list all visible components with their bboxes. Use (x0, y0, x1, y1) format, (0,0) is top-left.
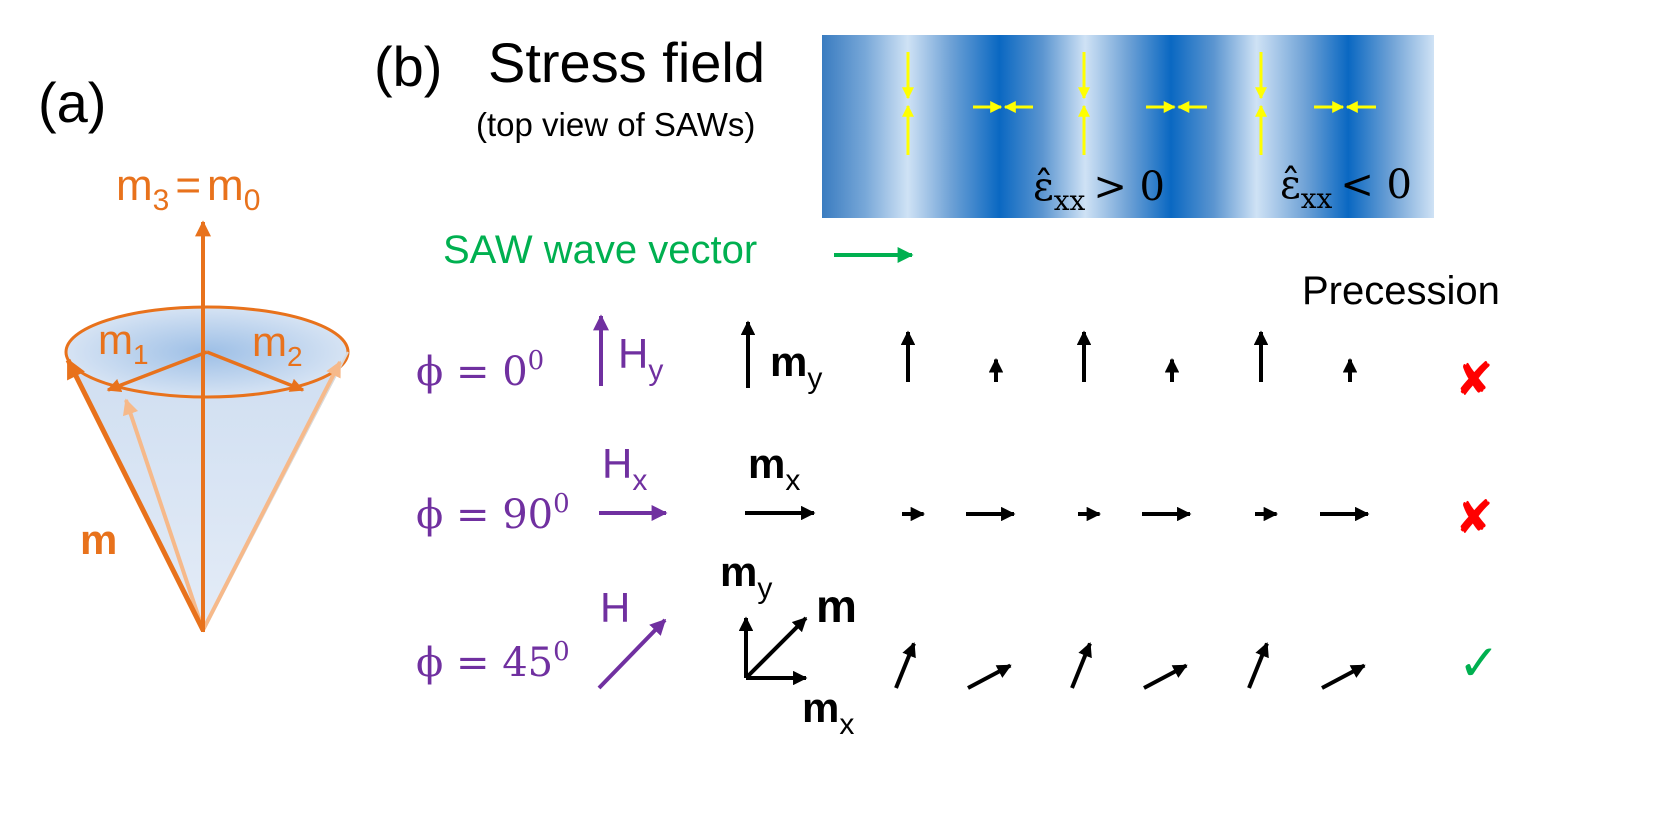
row-phi-0: ϕ = 00 Hy my ✘ (416, 314, 1494, 405)
saw-wave-vector-label: SAW wave vector (443, 228, 757, 272)
row-phi-45-field-label: H (600, 584, 630, 631)
row-phi-45: ϕ = 450 H my m mx ✓ (416, 548, 1500, 741)
strain-positive-label: ε̂xx> 0 (1033, 164, 1165, 217)
row-phi-45-arrow-3 (1143, 663, 1188, 690)
row-phi-90-precession-mark: ✘ (1455, 491, 1494, 543)
row-phi-90-angle: ϕ = 900 (416, 489, 570, 538)
stress-field-subtitle: (top view of SAWs) (476, 106, 755, 143)
row-phi-45-m-label: m (816, 580, 857, 632)
row-phi-0-m-label: my (770, 338, 822, 395)
row-phi-0-magnetization-arrows (900, 330, 1358, 382)
row-phi-0-field-label: Hy (618, 330, 663, 387)
row-phi-45-arrow-0 (894, 642, 916, 689)
panel-a: (a) m3=m0 m1 m2 m (38, 71, 350, 633)
row-phi-45-mx-label: mx (802, 684, 854, 741)
row-phi-45-angle: ϕ = 450 (416, 637, 570, 686)
row-phi-45-arrow-5 (1321, 663, 1366, 690)
panel-b: (b) Stress field (top view of SAWs) ε̂xx… (374, 31, 1500, 741)
row-phi-45-arrow-4 (1247, 642, 1269, 689)
m0-label: m (207, 161, 244, 210)
row-phi-45-magnetization-arrows (894, 642, 1366, 690)
strain-arrows (902, 52, 1376, 155)
m3-subscript: 3 (153, 184, 170, 217)
m2-label: m2 (252, 318, 303, 372)
saw-stress-field (822, 35, 1434, 218)
row-phi-90-field-label: Hx (602, 440, 647, 497)
m-trace-arrow-1 (122, 398, 205, 631)
m1-label: m1 (98, 316, 149, 370)
m3-equals-m0-label: m3=m0 (116, 161, 260, 217)
m3-label: m (116, 161, 153, 210)
equals-sign: = (175, 161, 201, 210)
row-phi-45-my-label: my (720, 548, 772, 605)
stress-field-title: Stress field (488, 31, 765, 94)
m2-arrow (206, 350, 305, 392)
row-phi-0-angle: ϕ = 00 (416, 346, 544, 395)
m-trace-arrow-2 (201, 360, 342, 631)
row-phi-45-arrow-2 (1070, 642, 1092, 689)
row-phi-45-precession-mark: ✓ (1458, 635, 1500, 691)
panel-a-label: (a) (38, 71, 106, 134)
row-phi-0-precession-mark: ✘ (1455, 353, 1494, 405)
precession-header: Precession (1302, 269, 1500, 313)
strain-negative-label: ε̂xx< 0 (1280, 162, 1412, 215)
row-phi-45-field-arrow (597, 618, 667, 690)
row-phi-90-m-label: mx (748, 440, 800, 497)
cone-body (66, 352, 348, 632)
m-label: m (80, 516, 117, 563)
panel-b-label: (b) (374, 35, 442, 98)
m-vector-arrow (65, 358, 206, 632)
m0-subscript: 0 (244, 184, 261, 217)
row-phi-45-arrow-1 (967, 663, 1012, 690)
row-phi-45-m-arrow (744, 616, 808, 680)
m1-arrow (106, 350, 208, 393)
row-phi-90: ϕ = 900 Hx mx ✘ (416, 440, 1494, 543)
